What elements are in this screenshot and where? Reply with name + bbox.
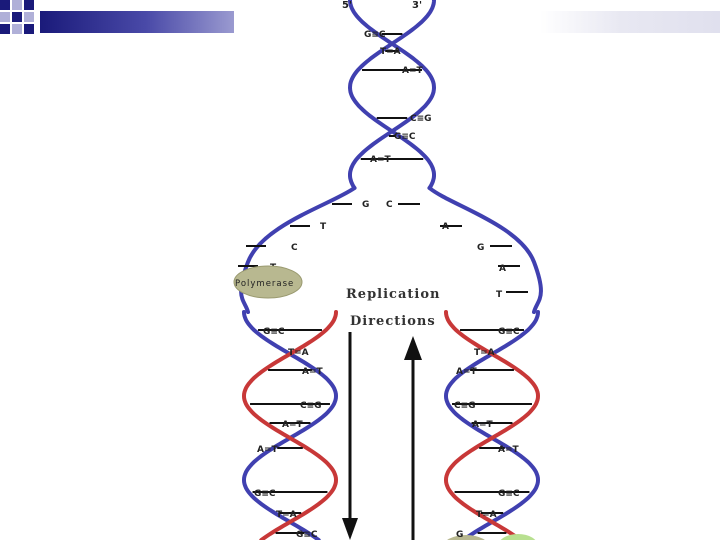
base-pair-label: A=T — [498, 445, 520, 455]
base-pair-label: A=T — [282, 420, 304, 430]
deco-square — [24, 12, 34, 22]
base-label: G — [362, 200, 369, 210]
base-pair-label: T=A — [380, 47, 401, 57]
base-pair-label: G≡C — [263, 327, 285, 337]
deco-square — [12, 0, 22, 10]
base-label: G — [477, 243, 484, 253]
left-daughter-pairs: G≡C T=A A=T C≡G A=T A=T G≡C T=A G≡C — [254, 327, 324, 540]
base-pair-label: C≡G — [454, 401, 476, 411]
deco-square — [12, 24, 22, 34]
right-daughter-pairs: G≡C T=A A=T C≡G A=T A=T G≡C T=A G — [454, 327, 520, 540]
replication-arrow-down — [342, 332, 358, 540]
right-daughter-old-strand — [443, 310, 541, 540]
base-label: C — [291, 243, 298, 253]
base-pair-label: G≡C — [498, 489, 520, 499]
base-pair-label: T=A — [288, 348, 309, 358]
base-pair-label: G≡C — [296, 530, 318, 540]
polymerase-label: Polymerase — [235, 279, 294, 289]
replication-arrow-up — [404, 336, 422, 540]
base-pair-label: G≡C — [498, 327, 520, 337]
left-daughter-old-strand — [241, 310, 339, 540]
polymerase-blob — [233, 265, 303, 299]
deco-square — [0, 12, 10, 22]
base-pair-label: T=A — [476, 510, 497, 520]
base-pair-label: A=T — [456, 367, 478, 377]
base-label: A — [442, 222, 449, 232]
slide-corner-decoration — [0, 0, 240, 50]
base-label: C — [386, 200, 393, 210]
helicase-blob — [500, 534, 536, 540]
base-pair-label: G≡C — [254, 489, 276, 499]
base-pair-label: G — [456, 530, 463, 540]
left-daughter-new-strand — [241, 310, 339, 540]
base-label: T — [496, 290, 503, 300]
deco-square — [24, 0, 34, 10]
base-pair-label: T=A — [276, 510, 297, 520]
base-pair-label: A=T — [257, 445, 279, 455]
base-label: T — [320, 222, 327, 232]
parent-strand-b — [348, 0, 437, 190]
title-bar-decoration — [40, 11, 234, 33]
base-pair-label: C≡G — [300, 401, 322, 411]
deco-square — [24, 24, 34, 34]
header-fade-decoration — [540, 11, 720, 33]
replication-label: Replication — [346, 287, 440, 302]
base-pair-label: A=T — [302, 367, 324, 377]
base-label: A — [499, 264, 506, 274]
polymerase-blob-right — [447, 535, 485, 540]
base-pair-label: A=T — [402, 66, 424, 76]
directions-label: Directions — [350, 314, 436, 329]
right-daughter-new-strand — [443, 310, 541, 540]
parent-base-pairs: G≡C T=A A=T C≡G G≡C A=T — [364, 30, 432, 165]
fork-right-strand — [427, 186, 543, 314]
deco-square — [0, 0, 10, 10]
deco-square — [0, 24, 10, 34]
polymerase-enzyme: Polymerase — [233, 265, 303, 299]
base-pair-rungs — [238, 33, 532, 534]
fork-right-bases: C A G A T — [386, 200, 506, 300]
five-prime-label: 5' — [342, 0, 352, 11]
base-pair-label: G≡C — [394, 132, 416, 142]
fork-left-strand — [239, 186, 357, 314]
base-pair-label: T=A — [474, 348, 495, 358]
base-pair-label: A=T — [370, 155, 392, 165]
base-pair-label: C≡G — [410, 114, 432, 124]
parent-strand-a — [347, 0, 436, 190]
deco-square — [12, 12, 22, 22]
three-prime-label: 3' — [412, 0, 422, 11]
base-pair-label: A=T — [472, 420, 494, 430]
fork-left-bases: G T C T — [270, 200, 369, 273]
dna-strands — [239, 0, 543, 540]
base-pair-label: G≡C — [364, 30, 386, 40]
